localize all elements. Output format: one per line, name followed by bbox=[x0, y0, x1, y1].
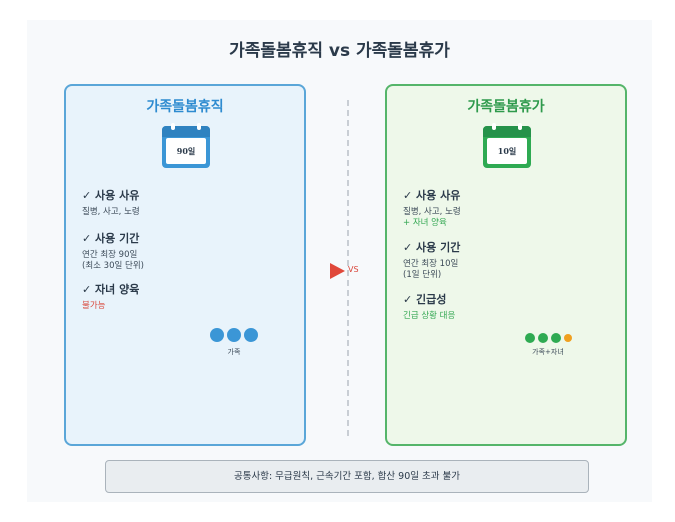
calendar-icon: 90일 bbox=[162, 123, 210, 168]
family-child-icon-caption: 가족+자녀 bbox=[532, 348, 564, 356]
family-child-icon bbox=[525, 333, 572, 343]
urgency-section: ✓ 긴급성 긴급 상황 대응 bbox=[403, 291, 613, 322]
section-text: 연간 최장 10일 bbox=[403, 259, 459, 269]
person-dot bbox=[244, 328, 258, 342]
section-heading: ✓ 사용 사유 bbox=[403, 189, 461, 202]
vs-label: VS bbox=[348, 265, 359, 274]
section-text: 긴급 상황 대응 bbox=[403, 311, 456, 321]
section-heading: ✓ 자녀 양육 bbox=[82, 283, 140, 296]
diagram-title: 가족돌봄휴직 vs 가족돌봄휴가 bbox=[229, 41, 450, 61]
reason-section: ✓ 사용 사유 질병, 사고, 노령 + 자녀 양육 bbox=[403, 187, 613, 229]
person-dot bbox=[525, 333, 535, 343]
section-heading: ✓ 긴급성 bbox=[403, 293, 447, 306]
section-text: (1일 단위) bbox=[403, 270, 442, 280]
arrow-right-icon bbox=[330, 263, 345, 279]
section-text: 질병, 사고, 노령 bbox=[82, 207, 140, 217]
section-text: 질병, 사고, 노령 bbox=[403, 207, 461, 217]
section-text: (최소 30일 단위) bbox=[82, 261, 144, 271]
calendar-label: 90일 bbox=[166, 138, 206, 164]
center-divider bbox=[347, 100, 349, 436]
period-section: ✓ 사용 기간 연간 최장 90일 (최소 30일 단위) bbox=[82, 230, 292, 272]
leave-days-card: 가족돌봄휴가 10일 ✓ 사용 사유 질병, 사고, 노령 + 자녀 양육 ✓ … bbox=[385, 84, 627, 446]
calendar-ring bbox=[171, 123, 175, 130]
childcare-section: ✓ 자녀 양육 불가능 bbox=[82, 281, 292, 312]
section-text: + 자녀 양육 bbox=[403, 218, 447, 228]
section-heading: ✓ 사용 기간 bbox=[403, 241, 461, 254]
section-heading: ✓ 사용 기간 bbox=[82, 232, 140, 245]
child-dot bbox=[564, 334, 572, 342]
leave-of-absence-title: 가족돌봄휴직 bbox=[146, 99, 224, 115]
period-section: ✓ 사용 기간 연간 최장 10일 (1일 단위) bbox=[403, 239, 613, 281]
leave-of-absence-card: 가족돌봄휴직 90일 ✓ 사용 사유 질병, 사고, 노령 ✓ 사용 기간 연간… bbox=[64, 84, 306, 446]
person-dot bbox=[227, 328, 241, 342]
section-text: 불가능 bbox=[82, 301, 106, 311]
calendar-ring bbox=[518, 123, 522, 130]
calendar-header bbox=[483, 126, 531, 137]
leave-days-title: 가족돌봄휴가 bbox=[467, 99, 545, 115]
family-icon-caption: 가족 bbox=[227, 348, 241, 356]
person-dot bbox=[551, 333, 561, 343]
common-notes-box: 공통사항: 무급원칙, 근속기간 포함, 합산 90일 초과 불가 bbox=[105, 460, 589, 493]
calendar-label: 10일 bbox=[487, 138, 527, 164]
person-dot bbox=[210, 328, 224, 342]
family-icon bbox=[210, 328, 258, 342]
section-heading: ✓ 사용 사유 bbox=[82, 189, 140, 202]
calendar-icon: 10일 bbox=[483, 123, 531, 168]
calendar-header bbox=[162, 126, 210, 137]
reason-section: ✓ 사용 사유 질병, 사고, 노령 bbox=[82, 187, 292, 218]
calendar-ring bbox=[197, 123, 201, 130]
calendar-ring bbox=[492, 123, 496, 130]
section-text: 연간 최장 90일 bbox=[82, 250, 138, 260]
person-dot bbox=[538, 333, 548, 343]
diagram-canvas: 가족돌봄휴직 vs 가족돌봄휴가 가족돌봄휴직 90일 ✓ 사용 사유 질병, … bbox=[27, 20, 652, 502]
